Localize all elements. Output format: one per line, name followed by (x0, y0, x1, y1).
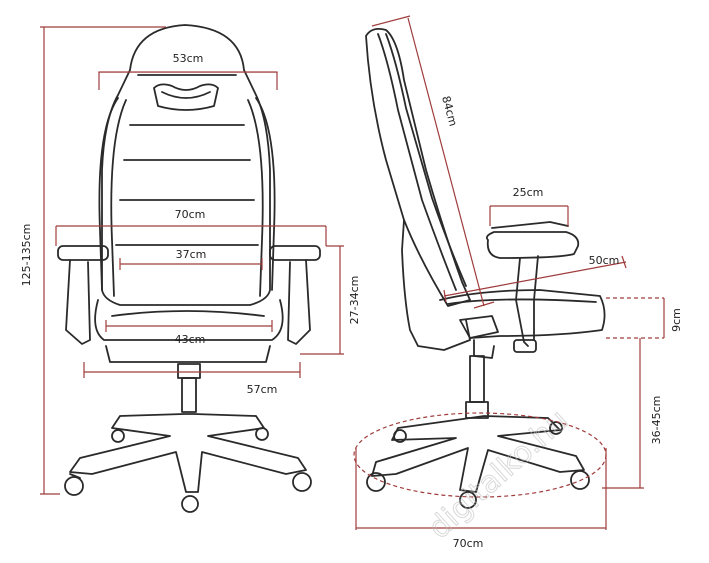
back-width-label: 70cm (175, 208, 206, 221)
armrest-height-label: 27-34cm (348, 276, 361, 325)
front-dimensions: 125-135cm 53cm 70cm 37cm 43cm 57cm 27-34… (20, 26, 361, 495)
side-view-chair (365, 27, 606, 509)
base-width-label: 57cm (247, 383, 278, 396)
front-view-chair (57, 24, 321, 513)
lumbar-width-label: 37cm (176, 248, 207, 261)
backrest-height-label: 84cm (439, 95, 460, 128)
side-dimensions: 84cm 25cm 50cm 9cm 36-45cm 70cm (353, 15, 683, 550)
seat-depth-label: 50cm (589, 254, 620, 267)
seat-height-label: 36-45cm (650, 396, 663, 445)
total-height-label: 125-135cm (20, 224, 33, 287)
base-diameter-label: 70cm (453, 537, 484, 550)
headrest-width-label: 53cm (173, 52, 204, 65)
armrest-length-label: 25cm (513, 186, 544, 199)
cushion-height-label: 9cm (670, 308, 683, 332)
watermark-text: digitalko.hu (422, 403, 575, 546)
seat-width-label: 43cm (175, 333, 206, 346)
